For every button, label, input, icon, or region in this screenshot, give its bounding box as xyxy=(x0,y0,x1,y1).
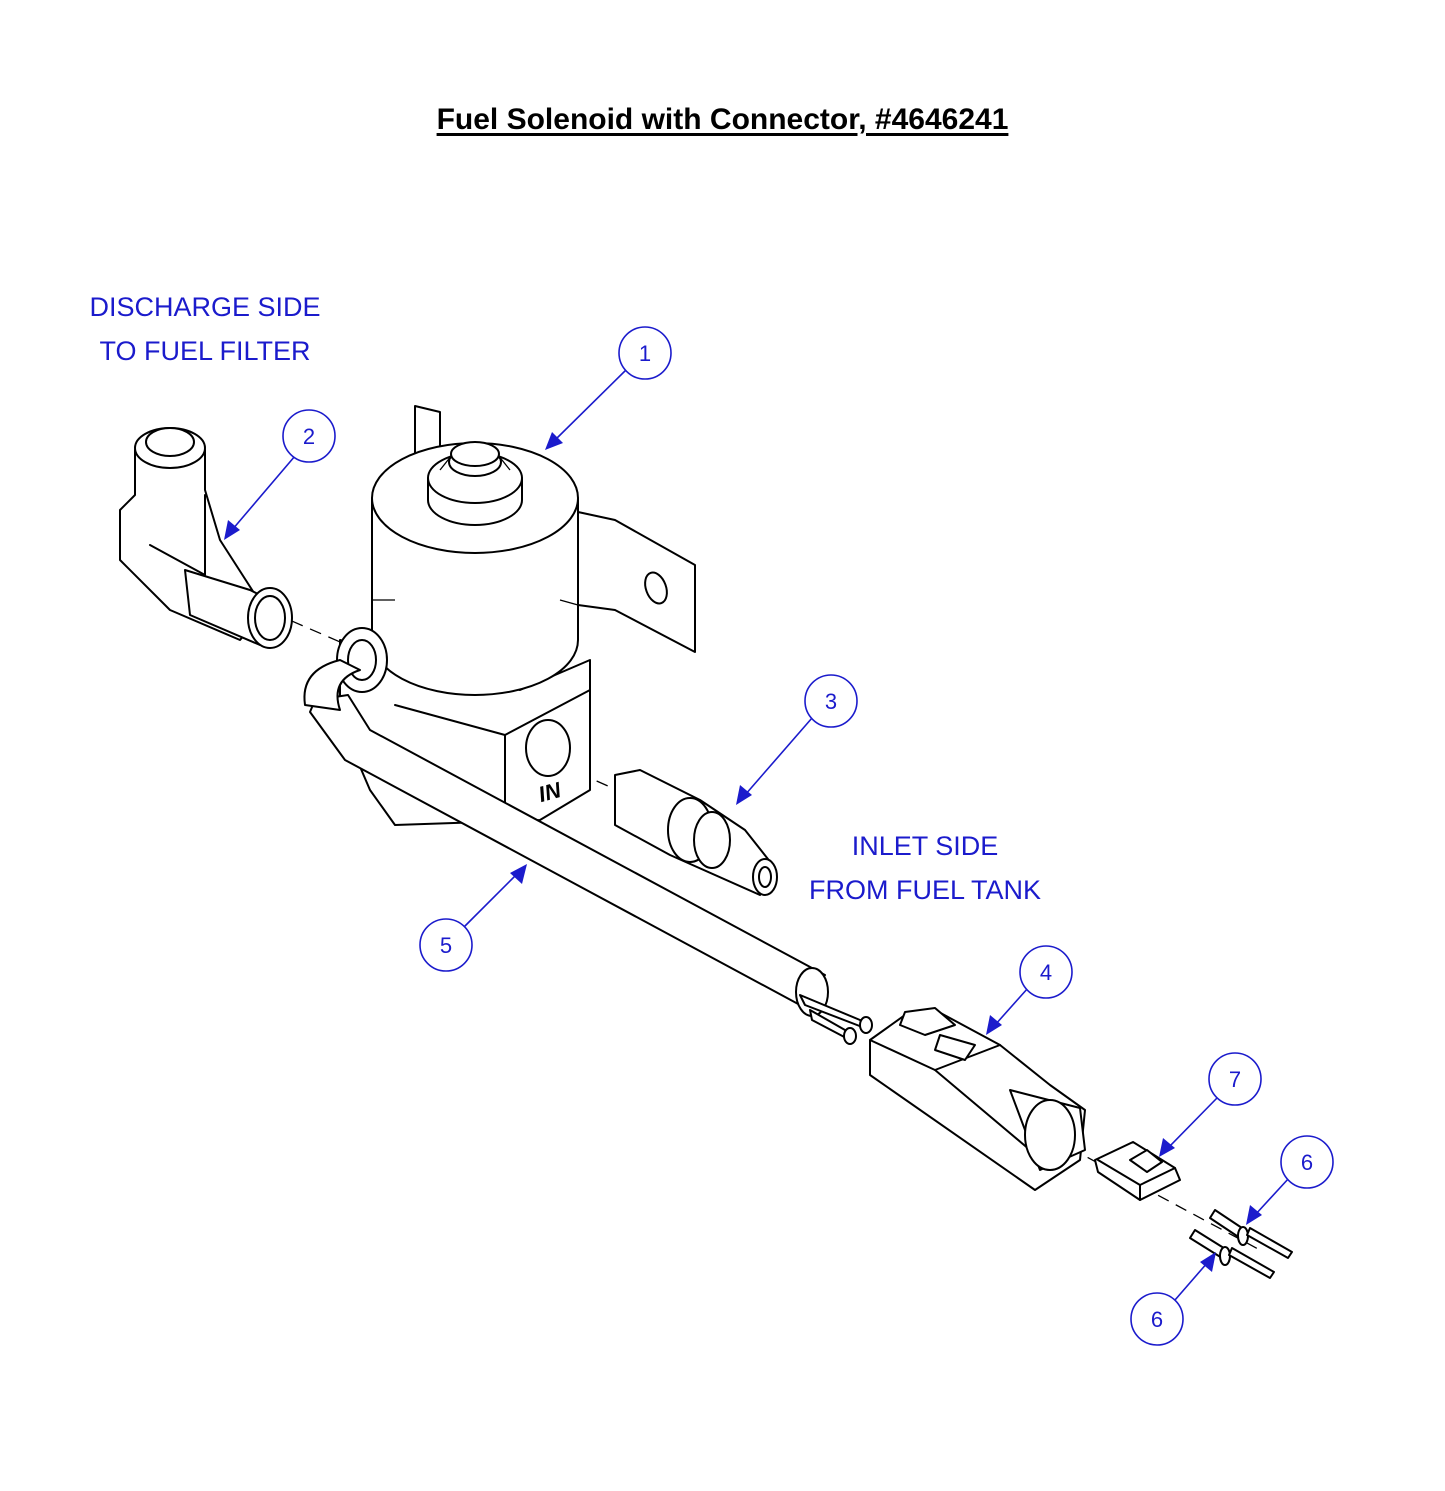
connector-housing-part xyxy=(869,1007,1086,1191)
callout-number: 7 xyxy=(1229,1067,1241,1092)
callout-balloon-6-lower: 6 xyxy=(1130,1292,1184,1346)
leader-line-4 xyxy=(986,987,1029,1035)
terminal-pin-upper xyxy=(1209,1209,1293,1259)
inlet-side-note: INLET SIDE FROM FUEL TANK xyxy=(790,824,1060,912)
leader-line-3 xyxy=(736,717,813,805)
axis-line-inlet xyxy=(559,764,641,801)
callout-number: 6 xyxy=(1301,1150,1313,1175)
callout-balloon-3: 3 xyxy=(804,674,858,728)
callout-balloon-5: 5 xyxy=(419,918,473,972)
callout-balloon-7: 7 xyxy=(1208,1052,1262,1106)
callout-balloon-1: 1 xyxy=(618,326,672,380)
elbow-fitting-part xyxy=(119,427,293,649)
leader-line-6-upper xyxy=(1246,1177,1290,1225)
discharge-note-line-2: TO FUEL FILTER xyxy=(99,336,311,366)
callout-balloon-2: 2 xyxy=(282,409,336,463)
leader-line-7 xyxy=(1159,1097,1218,1157)
discharge-side-note: DISCHARGE SIDE TO FUEL FILTER xyxy=(70,285,340,373)
axis-line-connector xyxy=(1069,1147,1261,1251)
callout-number: 4 xyxy=(1040,960,1052,985)
callout-number: 3 xyxy=(825,689,837,714)
callout-number: 5 xyxy=(440,933,452,958)
discharge-note-line-1: DISCHARGE SIDE xyxy=(89,292,321,322)
callout-number: 6 xyxy=(1151,1307,1163,1332)
terminal-lock-part xyxy=(1094,1141,1181,1201)
leader-line-2 xyxy=(224,455,296,540)
leader-line-5 xyxy=(462,864,527,929)
callout-balloon-6-upper: 6 xyxy=(1280,1135,1334,1189)
inlet-note-line-1: INLET SIDE xyxy=(851,831,999,861)
diagram-title: Fuel Solenoid with Connector, #4646241 xyxy=(436,103,1009,136)
callout-number: 1 xyxy=(639,341,651,366)
leader-line-1 xyxy=(545,367,629,450)
leader-line-6-lower xyxy=(1174,1252,1216,1301)
inlet-fitting-part xyxy=(614,769,778,896)
wire-harness-part xyxy=(303,659,873,1045)
terminal-pin-lower xyxy=(1189,1229,1275,1279)
inlet-note-line-2: FROM FUEL TANK xyxy=(808,875,1042,905)
callout-balloon-4: 4 xyxy=(1019,945,1073,999)
callout-number: 2 xyxy=(303,424,315,449)
